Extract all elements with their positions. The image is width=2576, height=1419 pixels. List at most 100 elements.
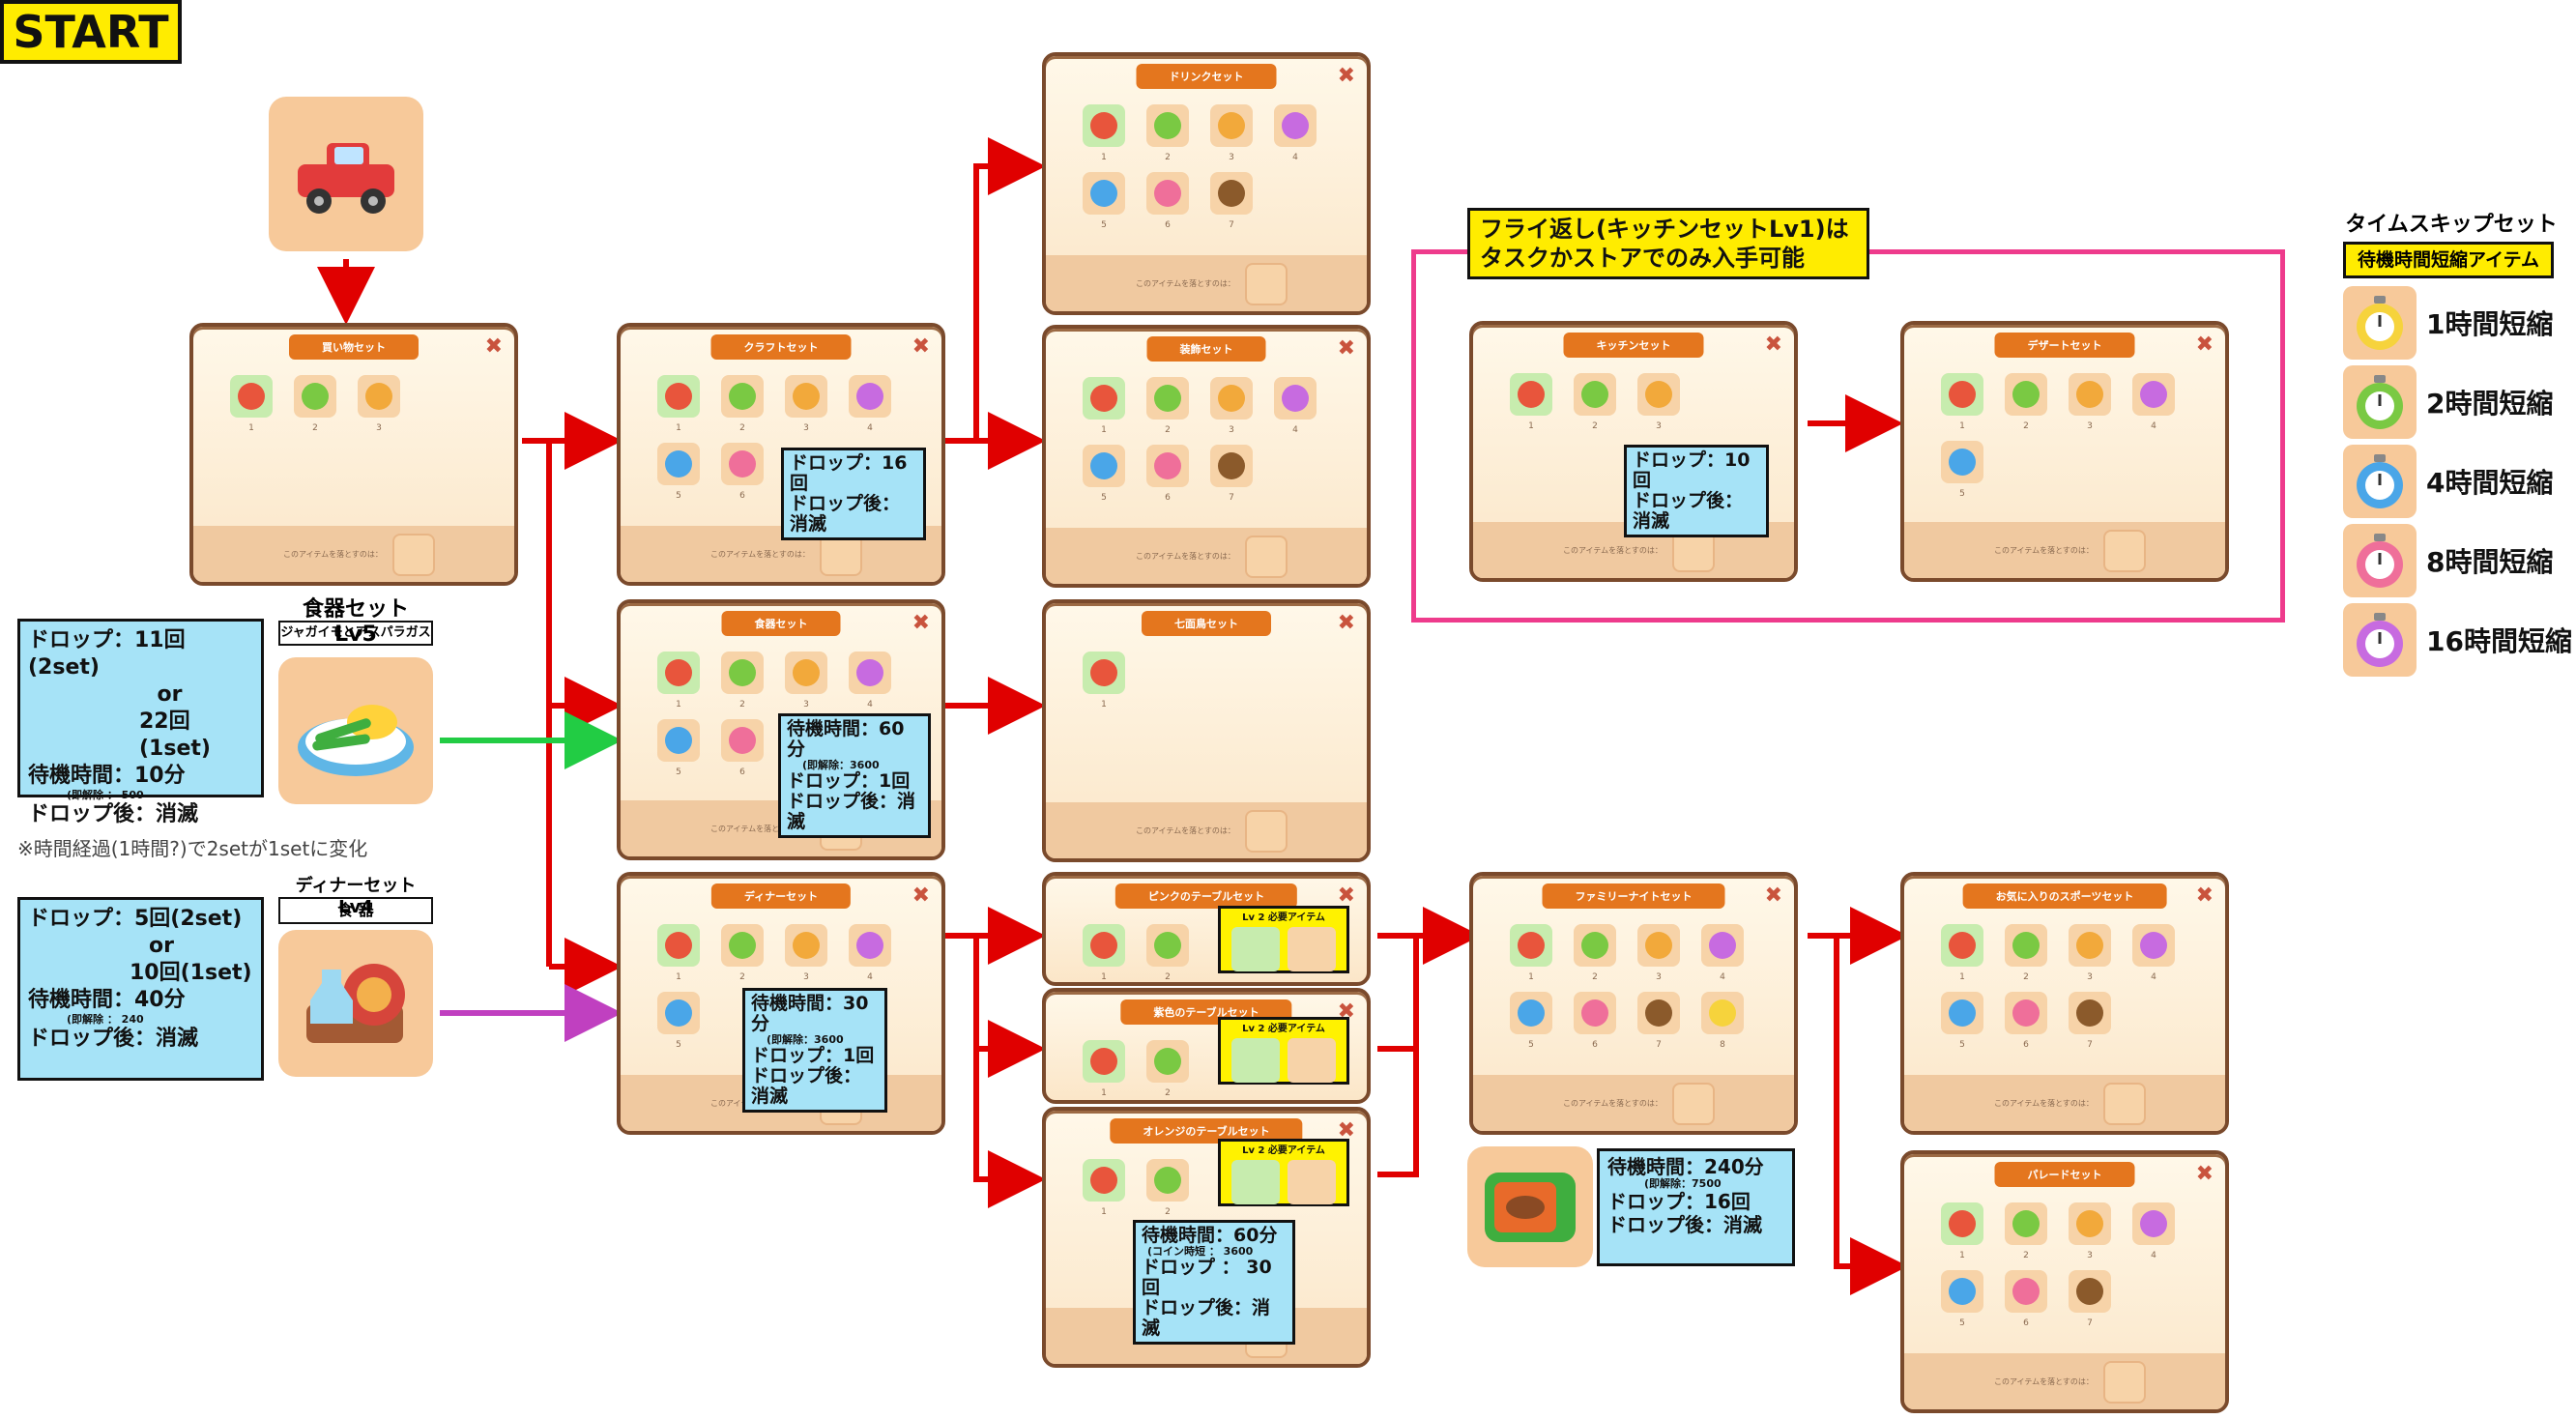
item-slot[interactable]: 4 (1701, 924, 1744, 967)
close-icon[interactable]: ✖ (2196, 1162, 2214, 1186)
item-slot[interactable]: 2 (1146, 104, 1189, 147)
item-slot[interactable]: 6 (1574, 992, 1616, 1034)
item-slot[interactable]: 4 (849, 375, 891, 418)
item-slot[interactable]: 2 (721, 652, 764, 694)
item-slot[interactable]: 7 (1637, 992, 1680, 1034)
item-slot[interactable]: 2 (1146, 1159, 1189, 1202)
source-item-icon[interactable] (1672, 1083, 1715, 1125)
item-slot[interactable]: 7 (1210, 172, 1253, 215)
close-icon[interactable]: ✖ (2196, 883, 2214, 908)
item-slot[interactable]: 5 (1941, 1270, 1983, 1313)
item-icon (2076, 1278, 2103, 1305)
item-slot[interactable]: 5 (1083, 445, 1125, 487)
item-slot[interactable]: 6 (1146, 445, 1189, 487)
close-icon[interactable]: ✖ (1338, 336, 1355, 361)
source-item-icon[interactable] (2103, 1083, 2146, 1125)
close-icon[interactable]: ✖ (912, 611, 930, 635)
item-slot[interactable]: 3 (1210, 377, 1253, 420)
item-icon (2012, 999, 2040, 1027)
close-icon[interactable]: ✖ (912, 883, 930, 908)
item-slot[interactable]: 1 (230, 375, 273, 418)
item-slot[interactable]: 4 (1274, 377, 1317, 420)
item-slot[interactable]: 1 (1941, 924, 1983, 967)
item-slot[interactable]: 3 (2069, 924, 2111, 967)
close-icon[interactable]: ✖ (1765, 883, 1782, 908)
close-icon[interactable]: ✖ (1338, 611, 1355, 635)
item-slot[interactable]: 1 (657, 652, 700, 694)
item-slot[interactable]: 5 (657, 719, 700, 762)
item-slot[interactable]: 5 (657, 443, 700, 485)
item-slot[interactable]: 4 (2132, 924, 2175, 967)
item-slot[interactable]: 5 (1510, 992, 1552, 1034)
item-slot[interactable]: 6 (1146, 172, 1189, 215)
item-slot[interactable]: 2 (1146, 924, 1189, 967)
item-slot[interactable]: 2 (1146, 1040, 1189, 1083)
item-slot[interactable]: 1 (1083, 1159, 1125, 1202)
item-icon (1709, 999, 1736, 1027)
item-slot[interactable]: 7 (2069, 992, 2111, 1034)
item-slot[interactable]: 4 (1274, 104, 1317, 147)
item-number: 5 (1083, 493, 1125, 503)
item-slot[interactable]: 7 (2069, 1270, 2111, 1313)
item-slot[interactable]: 5 (657, 992, 700, 1034)
timeskip-row: 2時間短縮 (2343, 365, 2553, 439)
panel-title: クラフトセット (711, 334, 852, 360)
req-pink: Lv 2 必要アイテム (1218, 906, 1349, 973)
item-slot[interactable]: 2 (1574, 924, 1616, 967)
item-slot[interactable]: 3 (2069, 1202, 2111, 1245)
item-slot[interactable]: 2 (2005, 924, 2047, 967)
item-icon (1949, 999, 1976, 1027)
source-item-icon[interactable] (2103, 1361, 2146, 1404)
item-slot[interactable]: 2 (1146, 377, 1189, 420)
item-slot[interactable]: 4 (849, 924, 891, 967)
item-slot[interactable]: 1 (1510, 924, 1552, 967)
item-slot[interactable]: 2 (2005, 1202, 2047, 1245)
item-slot[interactable]: 3 (785, 924, 827, 967)
item-slot[interactable]: 2 (721, 924, 764, 967)
item-number: 3 (2069, 1251, 2111, 1260)
item-slot[interactable]: 6 (2005, 1270, 2047, 1313)
item-slot[interactable]: 3 (358, 375, 400, 418)
item-slot[interactable]: 1 (1941, 1202, 1983, 1245)
item-slot[interactable]: 1 (1083, 104, 1125, 147)
item-icon (1154, 180, 1181, 207)
source-item-icon[interactable] (392, 534, 435, 576)
item-slot[interactable]: 6 (721, 719, 764, 762)
item-slot[interactable]: 1 (1083, 377, 1125, 420)
close-icon[interactable]: ✖ (1338, 883, 1355, 908)
item-slot[interactable]: 1 (1083, 652, 1125, 694)
item-slot[interactable]: 2 (721, 375, 764, 418)
item-slot[interactable]: 1 (1083, 1040, 1125, 1083)
item-icon (1090, 932, 1117, 959)
req-purple: Lv 2 必要アイテム (1218, 1017, 1349, 1085)
item-slot[interactable]: 1 (657, 375, 700, 418)
item-slot[interactable]: 7 (1210, 445, 1253, 487)
item-slot[interactable]: 8 (1701, 992, 1744, 1034)
close-icon[interactable]: ✖ (912, 334, 930, 359)
close-icon[interactable]: ✖ (1338, 64, 1355, 88)
item-slot[interactable]: 3 (1637, 924, 1680, 967)
item-number: 1 (1083, 972, 1125, 982)
source-item-icon[interactable] (1245, 536, 1288, 578)
timeskip-label: 4時間短縮 (2426, 462, 2553, 501)
item-slot[interactable]: 5 (1083, 172, 1125, 215)
source-item-icon[interactable] (1245, 810, 1288, 853)
close-icon[interactable]: ✖ (485, 334, 503, 359)
item-number: 2 (721, 700, 764, 710)
item-slot[interactable]: 3 (1210, 104, 1253, 147)
item-slot[interactable]: 1 (1083, 924, 1125, 967)
item-slot[interactable]: 1 (657, 924, 700, 967)
item-slot[interactable]: 6 (2005, 992, 2047, 1034)
item-number: 4 (849, 423, 891, 433)
item-slot[interactable]: 4 (2132, 1202, 2175, 1245)
item-icon (729, 450, 756, 478)
item-number: 3 (785, 700, 827, 710)
item-number: 2 (1146, 153, 1189, 162)
item-slot[interactable]: 5 (1941, 992, 1983, 1034)
item-slot[interactable]: 2 (294, 375, 336, 418)
item-slot[interactable]: 3 (785, 652, 827, 694)
source-item-icon[interactable] (1245, 263, 1288, 305)
item-slot[interactable]: 6 (721, 443, 764, 485)
item-slot[interactable]: 3 (785, 375, 827, 418)
item-slot[interactable]: 4 (849, 652, 891, 694)
